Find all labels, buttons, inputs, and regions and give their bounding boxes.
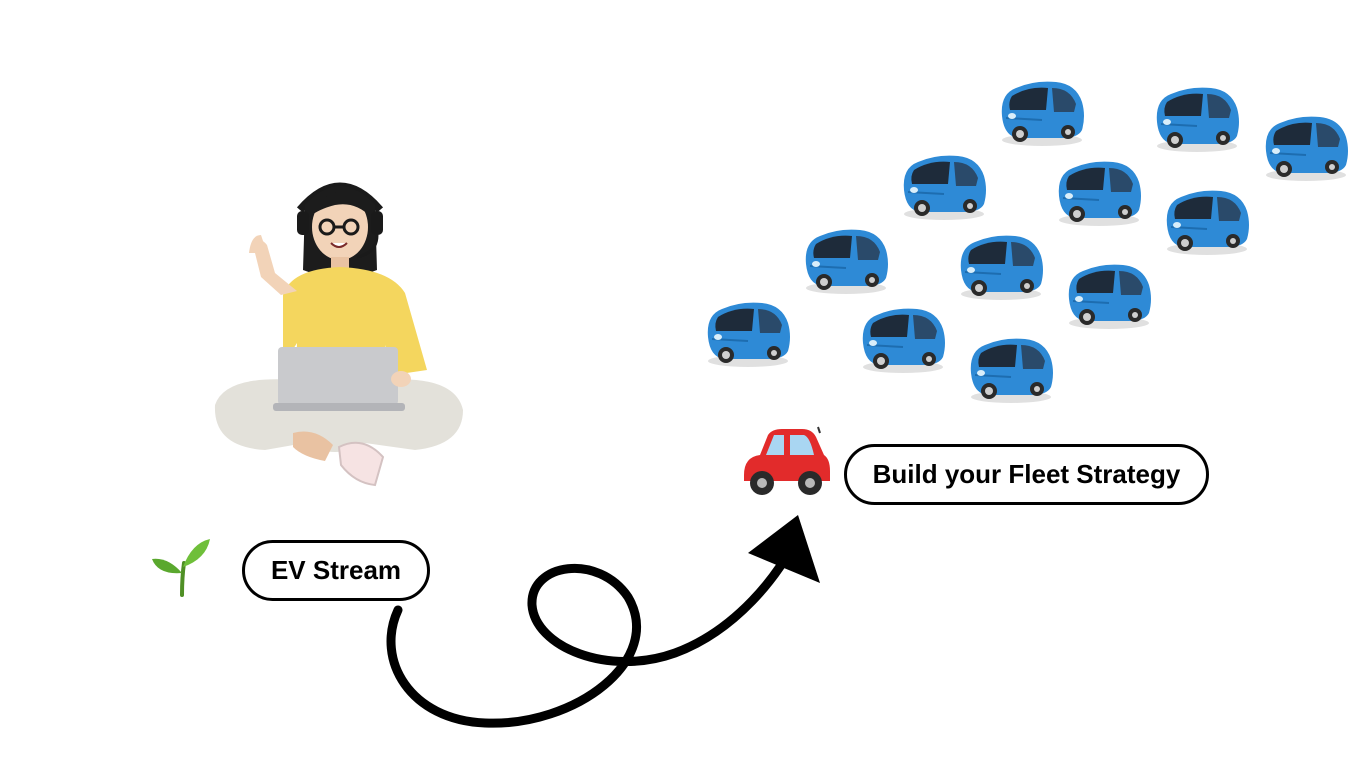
fleet-car: [1067, 263, 1152, 330]
red-car-icon: [744, 426, 830, 495]
person-illustration: [214, 182, 463, 487]
fleet-car: [1000, 80, 1085, 147]
fleet-car: [706, 301, 791, 368]
ev-stream-label: EV Stream: [242, 540, 430, 601]
fleet-car: [959, 234, 1044, 301]
fleet-car: [861, 307, 946, 374]
fleet-car: [804, 228, 889, 295]
fleet-car: [969, 337, 1054, 404]
sprout-icon: [152, 539, 210, 597]
fleet-car: [902, 154, 987, 221]
fleet-car: [1057, 160, 1142, 227]
loop-arrow: [386, 515, 820, 728]
fleet-car: [1264, 115, 1349, 182]
fleet-strategy-label: Build your Fleet Strategy: [844, 444, 1209, 505]
fleet-cars: [706, 80, 1349, 404]
fleet-car: [1155, 86, 1240, 153]
fleet-car: [1165, 189, 1250, 256]
